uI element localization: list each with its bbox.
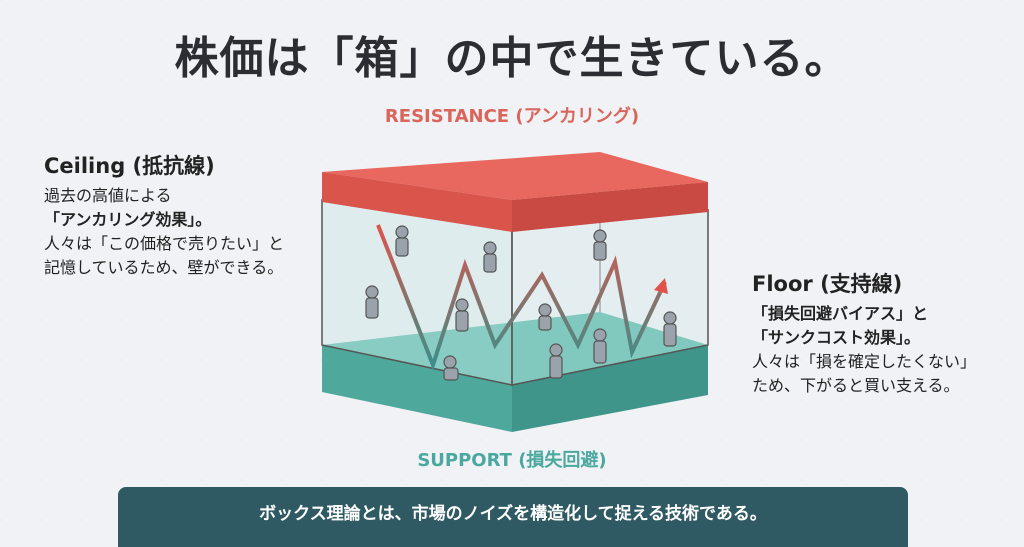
summary-banner: ボックス理論とは、市場のノイズを構造化して捉える技術である。 bbox=[118, 487, 908, 547]
floor-explanation: Floor (支持線) 「損失回避バイアス」と 「サンクコスト効果」。 人々は「… bbox=[752, 268, 976, 398]
floor-front-left bbox=[322, 345, 512, 432]
ceiling-explanation: Ceiling (抵抗線) 過去の高値による 「アンカリング効果」。 人々は「こ… bbox=[44, 150, 284, 280]
floor-line: ため、下がると買い支える。 bbox=[752, 376, 960, 395]
ceiling-line: 過去の高値による bbox=[44, 186, 172, 205]
arrow-head-icon bbox=[654, 278, 668, 294]
ceiling-front-left bbox=[322, 172, 512, 232]
page-title: 株価は「箱」の中で生きている。 bbox=[174, 33, 850, 84]
ceiling-line: 人々は「この価格で売りたい」と bbox=[44, 234, 285, 253]
ceiling-front-right bbox=[512, 182, 708, 232]
floor-top bbox=[322, 312, 708, 385]
ceiling-heading: Ceiling (抵抗線) bbox=[44, 154, 215, 178]
floor-heading: Floor (支持線) bbox=[752, 272, 903, 296]
floor-line: 「サンクコスト効果」。 bbox=[752, 328, 921, 347]
ceiling-top bbox=[322, 152, 708, 200]
support-label: SUPPORT (損失回避) bbox=[417, 450, 607, 471]
floor-line: 人々は「損を確定したくない」 bbox=[752, 352, 977, 371]
people-figures bbox=[365, 225, 677, 381]
resistance-label: RESISTANCE (アンカリング) bbox=[384, 106, 640, 127]
price-line bbox=[376, 224, 667, 371]
floor-line: 「損失回避バイアス」と bbox=[752, 304, 929, 323]
ceiling-line: 記憶しているため、壁ができる。 bbox=[44, 258, 284, 277]
floor-front-right bbox=[512, 345, 708, 432]
ceiling-line: 「アンカリング効果」。 bbox=[44, 210, 212, 229]
